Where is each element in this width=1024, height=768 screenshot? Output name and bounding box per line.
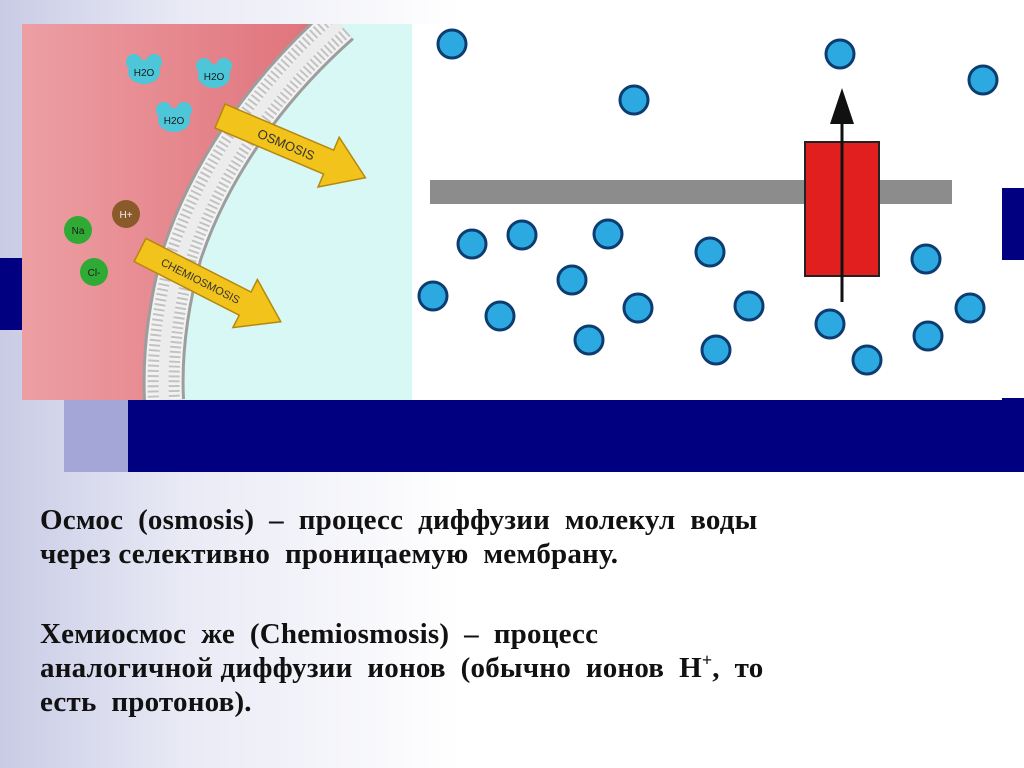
osmosis-figure: H2O H2O H2O Na H+ Cl- OSMOSIS	[22, 24, 1002, 400]
transport-arrow	[830, 88, 854, 302]
diffusing-particle	[954, 292, 986, 324]
definition-text: аналогичной диффузии ионов (обычно ионов…	[40, 652, 702, 684]
diffusing-particle	[556, 264, 588, 296]
diffusion-diagram	[416, 24, 1002, 400]
diffusing-particle	[700, 334, 732, 366]
diffusing-particle	[436, 28, 468, 60]
water-label: H2O	[204, 72, 225, 83]
diffusing-particle	[573, 324, 605, 356]
sodium-ion: Na	[64, 216, 92, 244]
diffusing-particle	[592, 218, 624, 250]
svg-text:Na: Na	[72, 226, 85, 237]
chloride-ion: Cl-	[80, 258, 108, 286]
diffusing-particle	[618, 84, 650, 116]
definition-line: есть протонов).	[40, 686, 252, 718]
particles-group	[417, 28, 999, 376]
chemiosmosis-definition: Хемиосмос же (Chemiosmosis) – процесс ан…	[40, 617, 990, 719]
superscript-charge: +	[701, 650, 713, 670]
water-molecule: H2O	[156, 102, 192, 132]
water-label: H2O	[164, 116, 185, 127]
water-label: H2O	[134, 68, 155, 79]
diffusing-particle	[814, 308, 846, 340]
diffusing-particle	[417, 280, 449, 312]
diffusing-particle	[733, 290, 765, 322]
lilac-accent-block	[64, 398, 128, 472]
diffusing-particle	[622, 292, 654, 324]
svg-text:Cl-: Cl-	[88, 268, 101, 279]
navy-accent-bar	[128, 398, 1024, 472]
diffusing-particle	[484, 300, 516, 332]
diffusing-particle	[967, 64, 999, 96]
svg-text:H+: H+	[119, 210, 132, 221]
left-navy-band	[0, 258, 22, 330]
diffusing-particle	[851, 344, 883, 376]
osmosis-definition: Осмос (osmosis) – процесс диффузии молек…	[40, 503, 990, 571]
diffusing-particle	[912, 320, 944, 352]
diffusing-particle	[456, 228, 488, 260]
definition-line: Осмос (osmosis) – процесс диффузии молек…	[40, 504, 758, 536]
definition-text: , то	[712, 652, 764, 684]
water-molecule: H2O	[196, 58, 232, 88]
definition-line: через селективно проницаемую мембрану.	[40, 538, 619, 570]
diffusing-particle	[694, 236, 726, 268]
diffusing-particle	[506, 219, 538, 251]
cell-diagram: H2O H2O H2O Na H+ Cl- OSMOSIS	[22, 24, 416, 400]
right-navy-band	[1002, 188, 1024, 260]
proton-ion: H+	[112, 200, 140, 228]
water-molecule: H2O	[126, 54, 162, 84]
diffusing-particle	[824, 38, 856, 70]
definition-line: Хемиосмос же (Chemiosmosis) – процесс	[40, 618, 599, 650]
definition-line: аналогичной диффузии ионов (обычно ионов…	[40, 651, 990, 685]
diffusing-particle	[910, 243, 942, 275]
